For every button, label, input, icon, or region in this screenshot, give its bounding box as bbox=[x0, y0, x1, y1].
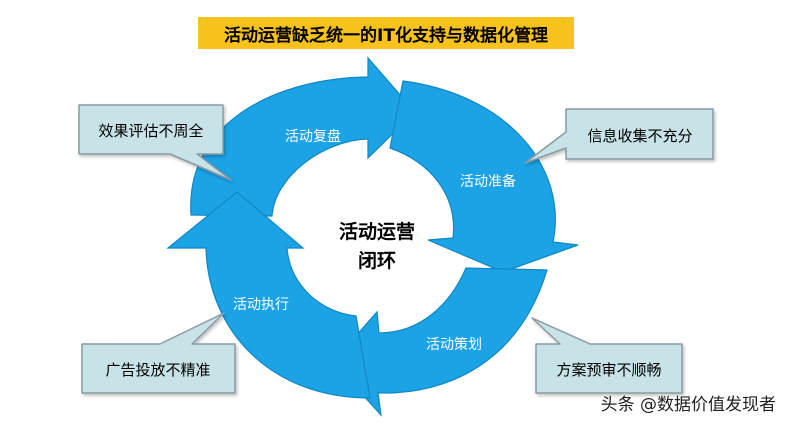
callout-review: 效果评估不周全 bbox=[78, 104, 232, 181]
title-text: 活动运营缺乏统一的IT化支持与数据化管理 bbox=[224, 25, 548, 46]
callout-execute: 广告投放不精准 bbox=[81, 312, 236, 394]
center-label-line2: 闭环 bbox=[358, 250, 396, 272]
arrow-segment-plan bbox=[332, 267, 548, 417]
watermark: 头条 @数据价值发现者 bbox=[600, 395, 776, 415]
callout-execute-text: 广告投放不精准 bbox=[105, 361, 210, 379]
arrow-segment-prepare bbox=[389, 80, 579, 273]
callout-plan-text: 方案预审不顺畅 bbox=[556, 361, 661, 379]
stage-label-prepare: 活动准备 bbox=[460, 173, 516, 190]
title-banner: 活动运营缺乏统一的IT化支持与数据化管理 bbox=[198, 17, 574, 49]
callout-prepare: 信息收集不充分 bbox=[524, 108, 714, 164]
stage-label-plan: 活动策划 bbox=[426, 336, 482, 353]
callout-review-text: 效果评估不周全 bbox=[98, 122, 203, 140]
arrow-segment-execute bbox=[166, 191, 371, 399]
stage-label-review: 活动复盘 bbox=[285, 128, 341, 145]
center-label-line1: 活动运营 bbox=[339, 220, 415, 243]
callout-prepare-text: 信息收集不充分 bbox=[587, 127, 692, 145]
stage-label-execute: 活动执行 bbox=[233, 297, 289, 313]
callout-plan: 方案预审不顺畅 bbox=[531, 317, 683, 394]
